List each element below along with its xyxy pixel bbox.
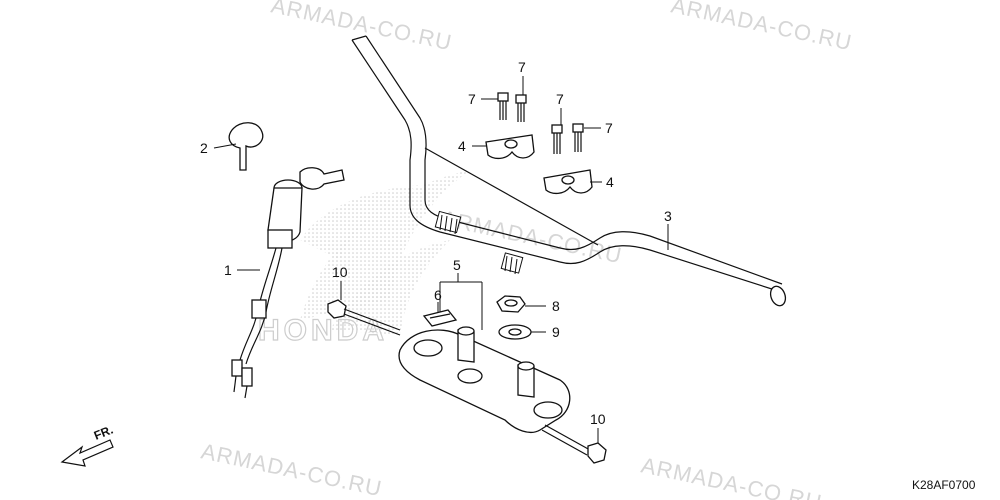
watermark-text: ARMADA-CO.RU — [669, 0, 855, 55]
callout-8: 8 — [552, 298, 560, 314]
ignition-switch — [231, 179, 303, 399]
watermark-text: ARMADA-CO.RU — [269, 0, 455, 55]
handlebar — [351, 35, 787, 307]
callout-4: 4 — [458, 138, 466, 154]
flange-bolt-lower — [541, 424, 607, 464]
callout-3: 3 — [664, 208, 672, 224]
logo-text: HONDA — [258, 314, 388, 347]
leader-lines — [213, 76, 669, 443]
callouts: 2 1 3 4 4 5 6 7 7 7 7 8 9 10 10 — [200, 59, 672, 427]
bolt-7a — [497, 92, 509, 120]
callout-6: 6 — [434, 287, 442, 303]
holder-bolts — [497, 92, 584, 154]
callout-7: 7 — [605, 120, 613, 136]
callout-9: 9 — [552, 324, 560, 340]
drawing-code: K28AF0700 — [912, 478, 976, 492]
watermark-text: ARMADA-CO.RU — [199, 438, 385, 500]
callout-7: 7 — [518, 59, 526, 75]
key — [228, 122, 345, 190]
ignition-switch-cover — [422, 309, 458, 327]
washer — [498, 324, 532, 340]
callout-5: 5 — [453, 257, 461, 273]
callout-7: 7 — [468, 91, 476, 107]
callout-10: 10 — [590, 411, 606, 427]
callout-10: 10 — [332, 264, 348, 280]
front-direction-arrow: FR. — [60, 423, 115, 467]
callout-7: 7 — [556, 91, 564, 107]
flange-bolt-upper — [327, 299, 401, 336]
callout-2: 2 — [200, 140, 208, 156]
upper-holder-front — [543, 169, 593, 195]
bolt-7c — [551, 124, 563, 154]
watermark-text: ARMADA-CO.RU — [439, 205, 625, 268]
callout-1: 1 — [224, 262, 232, 278]
bolt-7b — [515, 94, 527, 122]
knurl-right — [500, 252, 524, 275]
direction-label: FR. — [92, 423, 115, 443]
bolt-7d — [572, 123, 584, 152]
knurl-left — [434, 210, 462, 235]
upper-holder-rear — [485, 134, 535, 160]
handlebar-lower-holder — [398, 326, 571, 434]
callout-4: 4 — [606, 174, 614, 190]
watermark-text: ARMADA-CO.RU — [639, 452, 825, 500]
nut — [496, 295, 526, 313]
